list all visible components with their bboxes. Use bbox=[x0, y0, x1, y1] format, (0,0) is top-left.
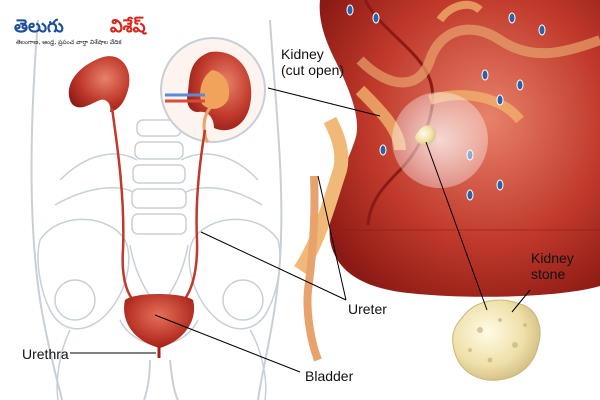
label-kidney-cut-open: Kidney (cut open) bbox=[281, 46, 345, 78]
kidney-stone-closeup bbox=[452, 299, 541, 381]
body-outline bbox=[30, 19, 283, 400]
logo-tagline: తెలంగాణ, ఆంధ్ర, ప్రపంచ వార్తా విశేషాల వే… bbox=[16, 39, 122, 46]
bladder bbox=[124, 294, 195, 348]
logo-brand-part2: విశేష్ bbox=[110, 16, 146, 37]
stone-texture bbox=[468, 318, 527, 363]
small-kidney bbox=[68, 56, 130, 112]
label-bladder: Bladder bbox=[305, 368, 354, 384]
site-logo: తెలుగు విశేష్ తెలంగాణ, ఆంధ్ర, ప్రపంచ వార… bbox=[6, 6, 196, 54]
label-ureter: Ureter bbox=[348, 301, 387, 317]
large-kidney bbox=[294, 0, 600, 362]
label-urethra: Urethra bbox=[22, 346, 69, 362]
logo-brand-part1: తెలుగు bbox=[14, 16, 64, 37]
left-ureter bbox=[110, 107, 141, 307]
label-kidney-stone: Kidney stone bbox=[531, 250, 574, 282]
right-ureter bbox=[177, 129, 207, 307]
inset-kidney-circle bbox=[160, 37, 266, 144]
leader-lines bbox=[70, 87, 531, 373]
